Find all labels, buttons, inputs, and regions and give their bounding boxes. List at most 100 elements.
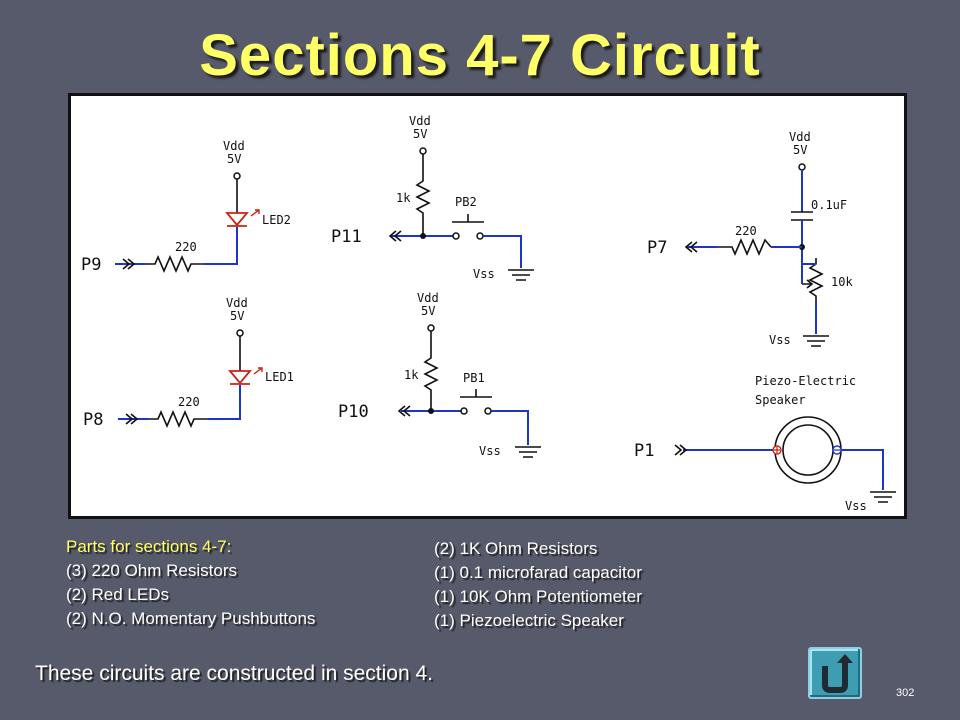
led1-wire bbox=[208, 385, 241, 420]
pb2-contact-right bbox=[476, 232, 484, 240]
led1-voltage-label: 5V bbox=[230, 309, 244, 323]
pb2-pushbutton-icon bbox=[452, 214, 484, 223]
p10-port-label: P10 bbox=[338, 402, 369, 422]
led1-resistor-label: 220 bbox=[178, 395, 200, 409]
pb1-circuit: Vdd 5V 1k PB1 Vss P10 bbox=[338, 291, 541, 458]
capacitor-label: 0.1uF bbox=[811, 198, 847, 212]
p11-connector-icon bbox=[388, 230, 402, 242]
pot-ground-icon bbox=[803, 335, 829, 347]
page-number: 302 bbox=[896, 687, 915, 699]
p9-connector-icon bbox=[122, 258, 136, 270]
led2-vdd-label: Vdd bbox=[223, 139, 245, 153]
pb2-junction bbox=[420, 233, 426, 239]
speaker-ground-wire bbox=[841, 449, 884, 490]
speaker-vss-label: Vss bbox=[845, 499, 867, 513]
p8-port-label: P8 bbox=[83, 410, 103, 430]
pb2-voltage-label: 5V bbox=[413, 127, 427, 141]
led2-light-arrow-icon bbox=[250, 209, 260, 217]
parts-item: (2) Red LEDs bbox=[66, 585, 169, 604]
pb1-resistor-label: 1k bbox=[404, 368, 419, 382]
p8-connector-icon bbox=[125, 413, 139, 425]
pb2-resistor-icon bbox=[415, 154, 431, 236]
pb1-vss-label: Vss bbox=[479, 444, 501, 458]
slide-title: Sections 4-7 Circuit bbox=[199, 23, 761, 88]
footer-note: These circuits are constructed in sectio… bbox=[35, 662, 434, 685]
pb2-ground-icon bbox=[508, 269, 534, 281]
speaker-label-line1: Piezo-Electric bbox=[755, 374, 856, 388]
parts-list-right: (2) 1K Ohm Resistors (1) 0.1 microfarad … bbox=[434, 537, 642, 633]
p9-port-label: P9 bbox=[81, 255, 101, 275]
pb2-vdd-label: Vdd bbox=[409, 114, 431, 128]
led1-vdd-label: Vdd bbox=[226, 296, 248, 310]
led1-light-arrow-icon bbox=[253, 367, 263, 375]
pb1-contact-left bbox=[460, 407, 468, 415]
parts-item: (2) 1K Ohm Resistors bbox=[434, 539, 598, 558]
pb2-circuit: Vdd 5V 1k PB2 Vss P11 bbox=[331, 114, 534, 281]
parts-item: (2) N.O. Momentary Pushbuttons bbox=[66, 609, 316, 628]
speaker-outer-ring bbox=[774, 416, 842, 484]
led2-resistor-icon bbox=[145, 254, 205, 274]
pb1-contact-right bbox=[484, 407, 492, 415]
pb2-resistor-label: 1k bbox=[396, 191, 411, 205]
led2-voltage-label: 5V bbox=[227, 152, 241, 166]
potentiometer-icon bbox=[808, 258, 824, 301]
speaker-circuit: Piezo-Electric Speaker Vss P1 bbox=[634, 374, 896, 513]
pb1-junction bbox=[428, 408, 434, 414]
led2-vdd-terminal bbox=[233, 172, 241, 180]
pb1-voltage-label: 5V bbox=[421, 304, 435, 318]
pb2-vss-label: Vss bbox=[473, 267, 495, 281]
p1-port-label: P1 bbox=[634, 441, 654, 461]
pot-resistor-label: 220 bbox=[735, 224, 757, 238]
pb2-ground-wire bbox=[483, 235, 522, 268]
pb1-label: PB1 bbox=[463, 371, 485, 385]
led1-vdd-terminal bbox=[236, 329, 244, 337]
pot-voltage-label: 5V bbox=[793, 143, 807, 157]
back-button[interactable] bbox=[808, 647, 862, 699]
speaker-plus-icon bbox=[774, 447, 780, 453]
pb1-resistor-icon bbox=[423, 331, 439, 411]
p7-connector-icon bbox=[684, 241, 698, 253]
p11-port-label: P11 bbox=[331, 227, 362, 247]
pb2-contact-left bbox=[452, 232, 460, 240]
led1-label: LED1 bbox=[265, 370, 294, 384]
pot-vss-label: Vss bbox=[769, 333, 791, 347]
led1-resistor-icon bbox=[148, 409, 208, 429]
potentiometer-wiper-icon bbox=[802, 279, 814, 289]
pb2-vdd-terminal bbox=[419, 147, 427, 155]
parts-item: (1) Piezoelectric Speaker bbox=[434, 611, 624, 630]
pot-ground-wire bbox=[802, 263, 817, 334]
circuit-diagram-svg: Vdd 5V LED2 220 P9 Vdd 5V LED1 220 P8 Vd… bbox=[81, 114, 896, 513]
parts-item: (1) 10K Ohm Potentiometer bbox=[434, 587, 642, 606]
capacitor-icon bbox=[791, 211, 813, 221]
pot-vdd-terminal bbox=[798, 163, 806, 171]
pb1-ground-wire bbox=[491, 410, 529, 445]
speaker-label-line2: Speaker bbox=[755, 393, 806, 407]
speaker-inner-ring bbox=[782, 424, 834, 476]
led2-diode-icon bbox=[225, 212, 249, 227]
pot-circuit: Vdd 5V 0.1uF 220 P7 10k Vss bbox=[647, 130, 853, 347]
parts-item: (1) 0.1 microfarad capacitor bbox=[434, 563, 642, 582]
led2-circuit: Vdd 5V LED2 220 P9 bbox=[81, 139, 291, 275]
led1-circuit: Vdd 5V LED1 220 P8 bbox=[83, 296, 294, 430]
led1-diode-icon bbox=[228, 370, 252, 385]
parts-list-left: Parts for sections 4-7: (3) 220 Ohm Resi… bbox=[66, 535, 315, 631]
p10-connector-icon bbox=[397, 405, 411, 417]
speaker-ground-icon bbox=[870, 491, 896, 503]
pot-vdd-label: Vdd bbox=[789, 130, 811, 144]
parts-item: (3) 220 Ohm Resistors bbox=[66, 561, 237, 580]
potentiometer-label: 10k bbox=[831, 275, 853, 289]
pb1-vdd-label: Vdd bbox=[417, 291, 439, 305]
led2-resistor-label: 220 bbox=[175, 240, 197, 254]
led2-wire bbox=[205, 227, 238, 265]
led2-label: LED2 bbox=[262, 213, 291, 227]
parts-heading: Parts for sections 4-7: bbox=[66, 537, 232, 556]
pb1-pushbutton-icon bbox=[460, 389, 492, 398]
p1-connector-icon bbox=[674, 444, 688, 456]
p7-port-label: P7 bbox=[647, 238, 667, 258]
pb2-label: PB2 bbox=[455, 195, 477, 209]
pot-resistor-icon bbox=[717, 237, 772, 257]
circuit-diagram: Vdd 5V LED2 220 P9 Vdd 5V LED1 220 P8 Vd… bbox=[68, 93, 907, 519]
u-turn-arrow-icon bbox=[822, 654, 853, 693]
pb1-vdd-terminal bbox=[427, 324, 435, 332]
pb1-ground-icon bbox=[515, 446, 541, 458]
